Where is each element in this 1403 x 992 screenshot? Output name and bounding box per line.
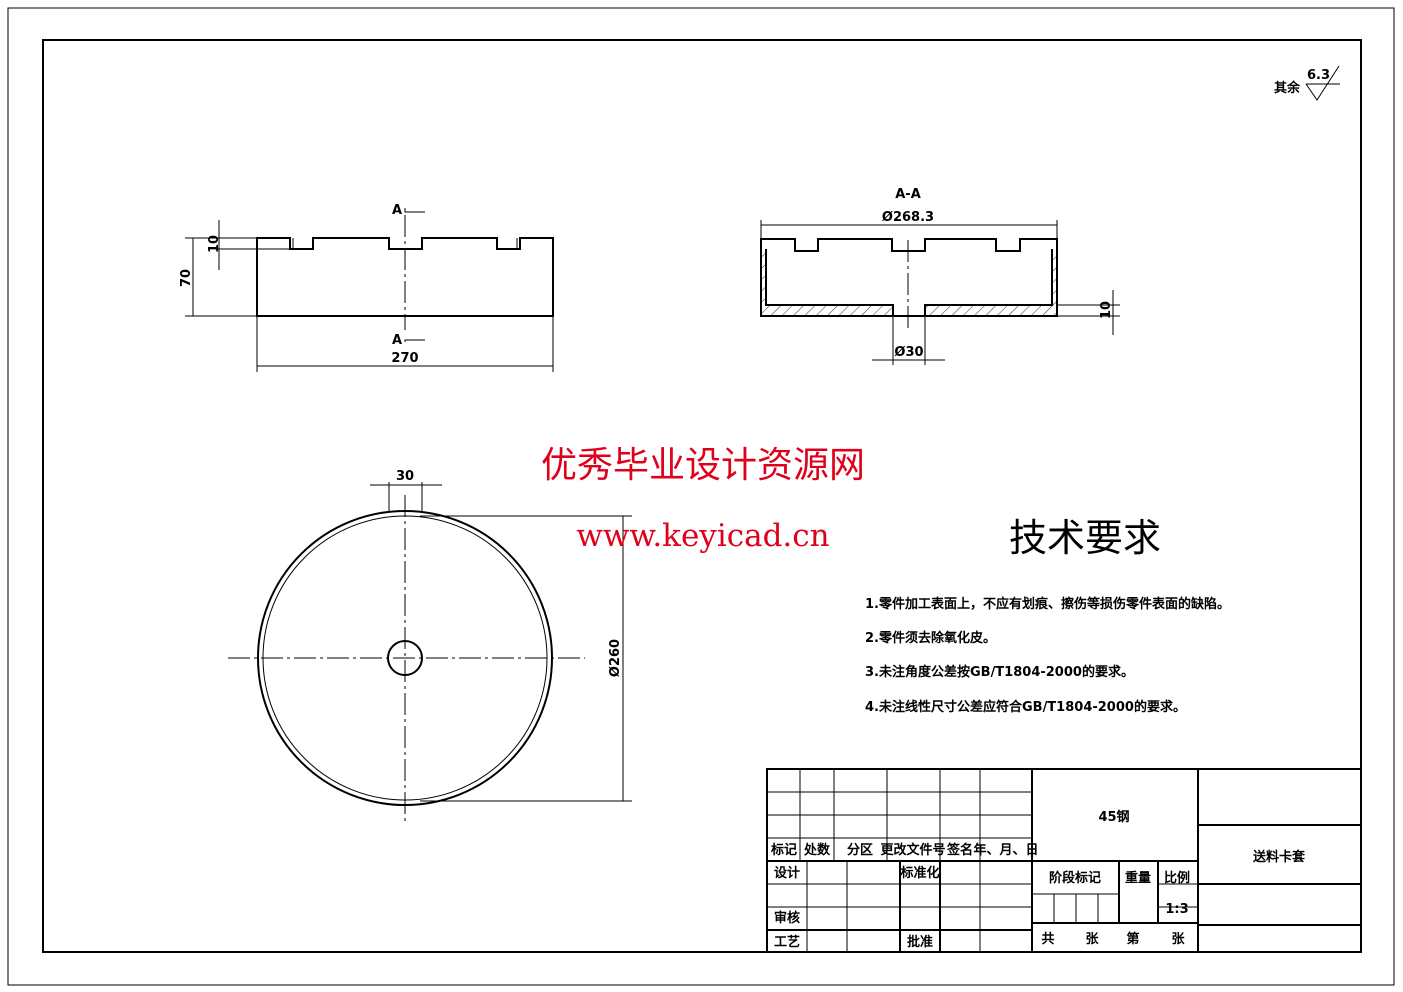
- dim-width: 270: [391, 351, 418, 366]
- label-scale: 比例: [1164, 870, 1190, 886]
- header-signature: 签名: [946, 842, 973, 858]
- dim-hole-diameter: Ø30: [894, 345, 923, 360]
- label-sheet: 张: [1171, 932, 1185, 947]
- label-approve: 批准: [907, 934, 933, 950]
- dim-section-diameter: Ø268.3: [882, 210, 934, 225]
- part-name: 送料卡套: [1252, 849, 1306, 865]
- requirement-item: 1.零件加工表面上，不应有划痕、擦伤等损伤零件表面的缺陷。: [865, 596, 1230, 612]
- dim-slot-width: 30: [396, 469, 414, 484]
- section-mark-a-bottom: A: [392, 333, 402, 348]
- label-sheet-no: 第: [1126, 931, 1139, 947]
- watermark-url: www.keyicad.cn: [576, 518, 829, 554]
- scale-value: 1:3: [1165, 902, 1188, 917]
- label-standardization: 标准化: [899, 865, 939, 881]
- label-stage-mark: 阶段标记: [1049, 870, 1101, 886]
- dim-height: 70: [179, 269, 194, 287]
- label-sheets: 张: [1085, 932, 1099, 947]
- requirement-item: 4.未注线性尺寸公差应符合GB/T1804-2000的要求。: [865, 699, 1186, 715]
- header-count: 处数: [803, 842, 831, 858]
- header-change-doc: 更改文件号: [880, 842, 945, 858]
- header-date: 年、月、日: [973, 842, 1038, 858]
- section-title: A-A: [895, 187, 921, 202]
- roughness-value: 6.3: [1307, 68, 1330, 83]
- requirement-item: 2.零件须去除氧化皮。: [865, 630, 996, 646]
- label-review: 审核: [774, 910, 800, 926]
- dim-outer-diameter: Ø260: [608, 639, 623, 677]
- watermark-title: 优秀毕业设计资源网: [541, 445, 865, 486]
- dim-slot-depth: 10: [207, 235, 222, 253]
- roughness-label: 其余: [1274, 80, 1301, 96]
- label-process: 工艺: [774, 934, 800, 950]
- outer-border: [7, 7, 1395, 986]
- inner-frame: [42, 39, 1362, 953]
- header-zone: 分区: [847, 842, 873, 858]
- tech-requirements-title: 技术要求: [1009, 516, 1161, 560]
- front-view: A A 10 70 270: [179, 203, 554, 372]
- header-mark: 标记: [770, 842, 797, 858]
- label-total: 共: [1041, 931, 1054, 947]
- technical-requirements: 技术要求 1.零件加工表面上，不应有划痕、擦伤等损伤零件表面的缺陷。 2.零件须…: [865, 516, 1230, 715]
- dim-floor-thickness: 10: [1099, 301, 1114, 319]
- title-block: 标记 处数 分区 更改文件号 签名 年、月、日 设计 标准化 审核 工艺 批准 …: [766, 768, 1362, 953]
- material: 45钢: [1098, 809, 1129, 825]
- section-mark-a-top: A: [392, 203, 402, 218]
- surface-roughness-symbol: 其余 6.3: [1274, 65, 1340, 101]
- top-view: 30 Ø260: [228, 469, 632, 823]
- label-weight: 重量: [1125, 870, 1151, 886]
- label-design: 设计: [774, 865, 800, 881]
- section-view-a-a: A-A Ø268.3 Ø30 10: [760, 187, 1120, 365]
- requirement-item: 3.未注角度公差按GB/T1804-2000的要求。: [865, 664, 1134, 680]
